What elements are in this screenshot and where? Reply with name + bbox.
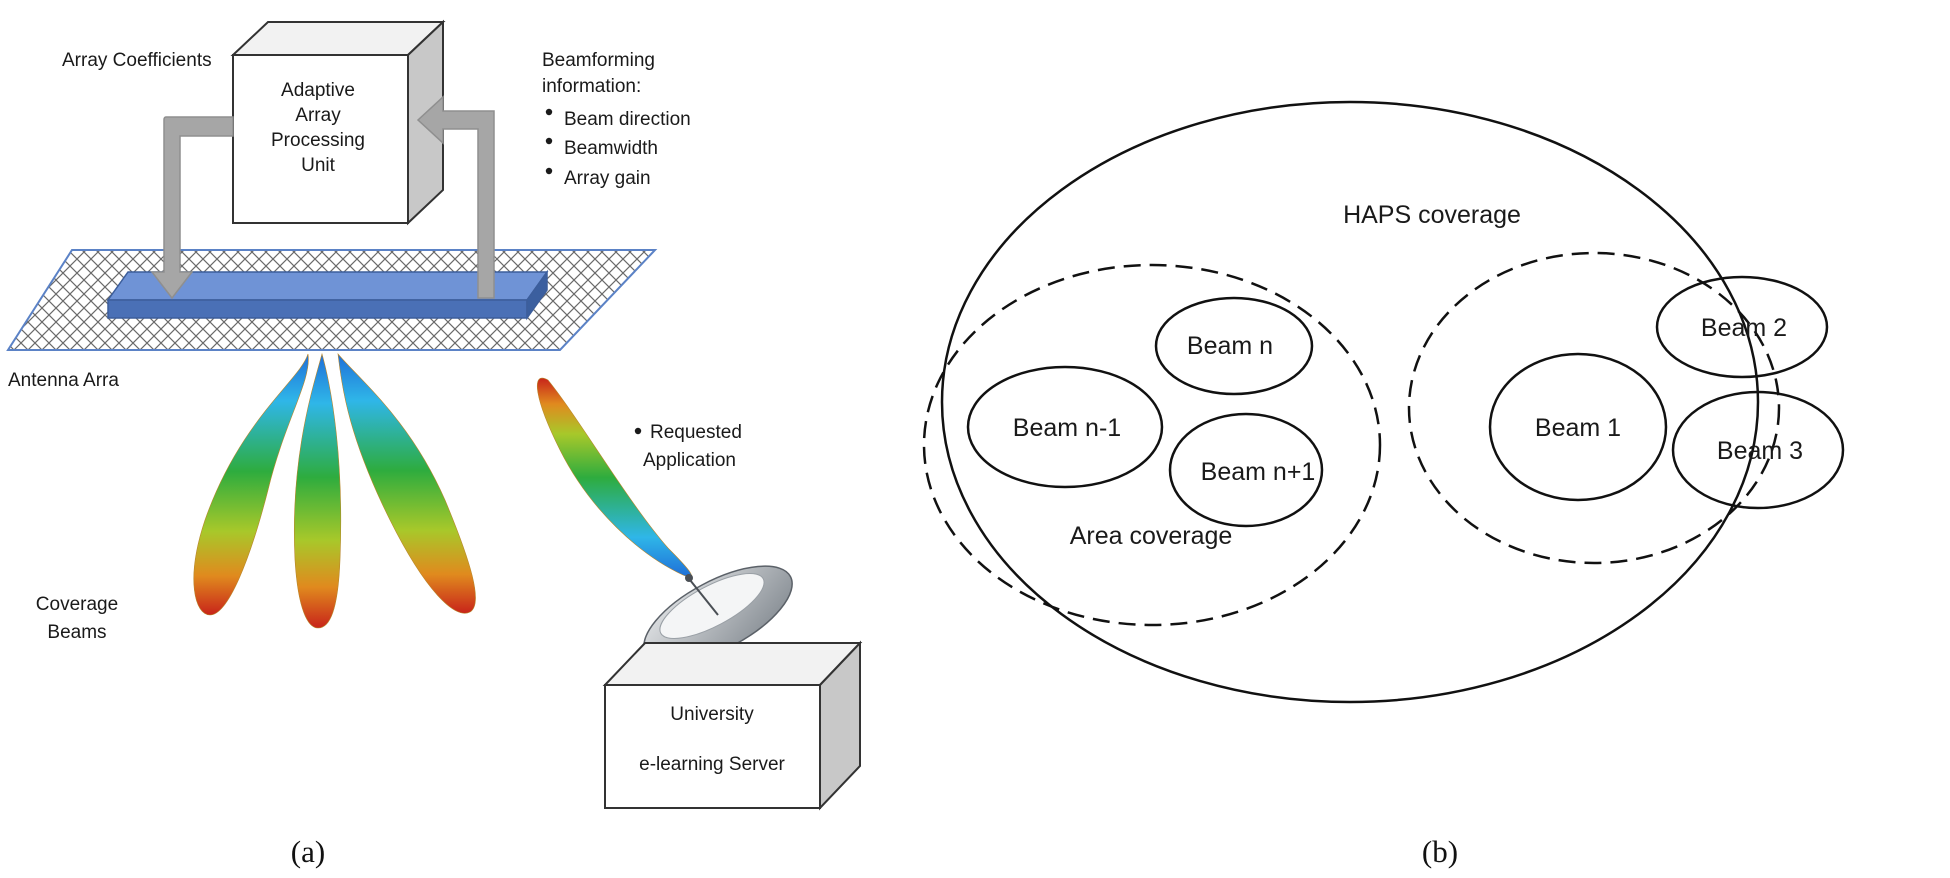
processor-label-line4: Unit (301, 155, 336, 176)
server-label-line1: University (670, 704, 754, 725)
haps-coverage-ellipse (940, 100, 1760, 704)
panel-b: HAPS coverage Beam n Beam n-1 Beam n+1 A… (922, 100, 1845, 869)
beam-1-label: Beam 1 (1535, 414, 1621, 442)
beam-2-ellipse (1655, 275, 1829, 379)
beam-3-ellipse (1671, 390, 1845, 510)
application-beam (537, 377, 692, 578)
processor-label-line3: Processing (271, 130, 365, 151)
beamforming-title-line2: information: (542, 76, 641, 97)
caption-a: (a) (291, 834, 325, 869)
coverage-beams-label-line1: Coverage (36, 594, 118, 615)
beam-n-minus-1-label: Beam n-1 (1013, 414, 1121, 442)
area-coverage-label: Area coverage (1070, 522, 1233, 550)
coverage-beams-label-line2: Beams (47, 622, 106, 643)
array-coefficients-label: Array Coefficients (62, 50, 212, 71)
caption-b: (b) (1422, 834, 1458, 869)
beamforming-item-beamwidth: Beamwidth (564, 138, 658, 159)
coverage-beam-right (337, 353, 476, 614)
beam-n-plus-1-ellipse (1168, 412, 1324, 528)
beamforming-item-direction: Beam direction (564, 109, 691, 130)
panel-a: Adaptive Array Processing Unit Array Coe… (6, 19, 863, 869)
elearning-server-box (602, 640, 863, 811)
area-coverage-right (1407, 251, 1781, 565)
haps-coverage-label: HAPS coverage (1343, 201, 1521, 229)
processor-label-line1: Adaptive (281, 80, 355, 101)
beam-n-plus-1-label: Beam n+1 (1201, 458, 1316, 486)
beam-3-label: Beam 3 (1717, 437, 1803, 465)
antenna-array-label: Antenna Arra (8, 370, 119, 391)
coverage-beam-left (193, 353, 309, 616)
processor-label-line2: Array (295, 105, 341, 126)
coverage-beams (193, 352, 476, 629)
beamforming-item-array-gain: Array gain (564, 168, 651, 189)
requested-application-label: Requested Application (634, 422, 742, 471)
antenna-panel (106, 269, 549, 321)
beamforming-list: Beam direction Beamwidth Array gain (545, 108, 691, 189)
requested-application-line2: Application (643, 450, 736, 471)
beamforming-title-line1: Beamforming (542, 50, 655, 71)
beam-2-label: Beam 2 (1701, 314, 1787, 342)
server-label-line2: e-learning Server (639, 754, 785, 775)
requested-application-line1: Requested (650, 422, 742, 443)
beam-n-minus-1-ellipse (966, 365, 1164, 489)
array-coefficients-arrow (150, 116, 234, 300)
area-coverage-left (922, 263, 1382, 627)
beam-n-ellipse (1154, 296, 1314, 396)
beam-1-ellipse (1488, 352, 1668, 502)
coverage-beam-center (294, 352, 342, 629)
beam-n-label: Beam n (1187, 332, 1273, 360)
processing-unit-cube (230, 19, 446, 226)
beamforming-info-arrow (416, 95, 495, 299)
